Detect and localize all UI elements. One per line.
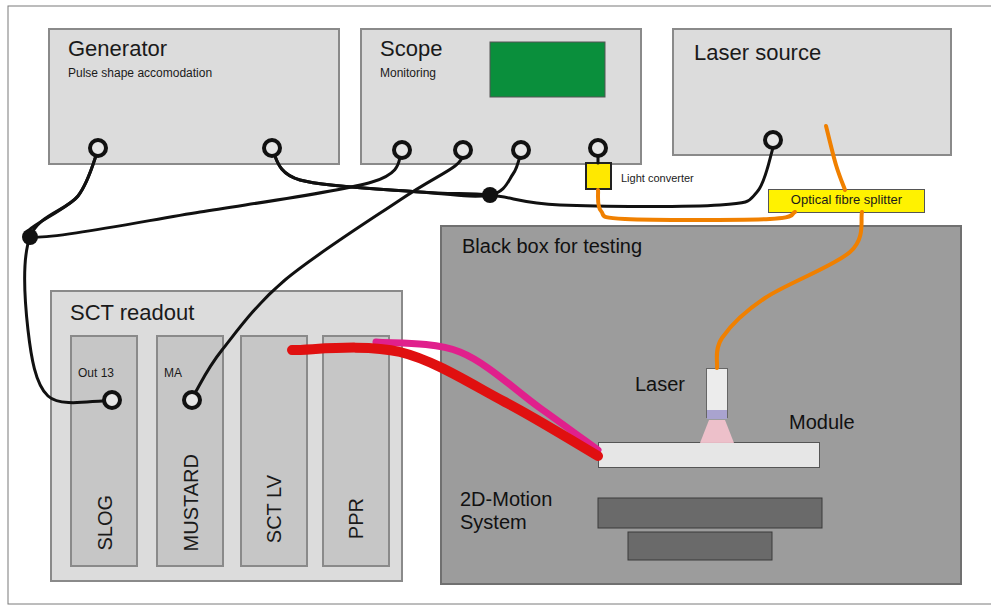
laser-lens (707, 410, 727, 419)
laser-beam (700, 420, 734, 443)
part-label: Module (789, 411, 855, 434)
component-box: SCT LV (240, 335, 308, 567)
module-name: PPR (345, 498, 368, 539)
module-name: SLOG (94, 495, 117, 551)
bnc-terminal (264, 140, 280, 156)
coax-cable (25, 150, 104, 403)
optical-fibre (826, 126, 845, 190)
component-box: Laser source (672, 28, 952, 156)
ribbon-cable (292, 348, 598, 456)
label-region: 2D-Motion System (460, 488, 590, 546)
box-title: Black box for testing (462, 235, 642, 258)
component-box: SCT readoutOut 13 SLOG MA MUSTARD SCT LV PPR (50, 290, 403, 582)
part-label: 2D-Motion System (460, 488, 590, 534)
component-box: Optical fibre splitter (768, 189, 925, 213)
box-title: SCT readout (70, 300, 194, 325)
box-subtitle: Monitoring (380, 67, 436, 81)
component-box: Module (598, 442, 820, 468)
box-title: Generator (68, 36, 167, 61)
bnc-terminal (104, 392, 120, 408)
connector-name: Out 13 (78, 367, 114, 381)
side-label: Light converter (621, 172, 694, 185)
splitter-label: Optical fibre splitter (791, 193, 902, 208)
motion-stage-upper (598, 498, 822, 528)
bnc-terminal (455, 142, 471, 158)
optical-fibre (717, 212, 862, 368)
box-subtitle: Pulse shape accomodation (68, 67, 212, 81)
bnc-terminal (590, 140, 606, 156)
junction-dot (22, 229, 38, 245)
coax-cable (26, 150, 402, 237)
bnc-terminal (513, 142, 529, 158)
page-frame (8, 6, 991, 604)
bnc-terminal (90, 140, 106, 156)
bnc-terminal (184, 392, 200, 408)
part-label: Laser (635, 373, 685, 396)
module-name: MUSTARD (180, 454, 203, 551)
component-box: Light converter (585, 162, 612, 190)
coax-cable (195, 152, 463, 393)
module-name: SCT LV (263, 475, 286, 543)
connector-name: MA (164, 367, 182, 381)
optical-fibre (598, 190, 795, 220)
bnc-terminal (394, 142, 410, 158)
component-box: Out 13 SLOG (70, 335, 138, 567)
component-box: PPR (322, 335, 390, 567)
junction-dot (482, 187, 498, 203)
box-title: Scope (380, 36, 442, 61)
component-box: MA MUSTARD (156, 335, 224, 567)
box-title: Laser source (694, 40, 821, 65)
scope-screen (490, 42, 605, 97)
motion-stage-lower (628, 532, 772, 560)
bnc-terminal (765, 132, 781, 148)
